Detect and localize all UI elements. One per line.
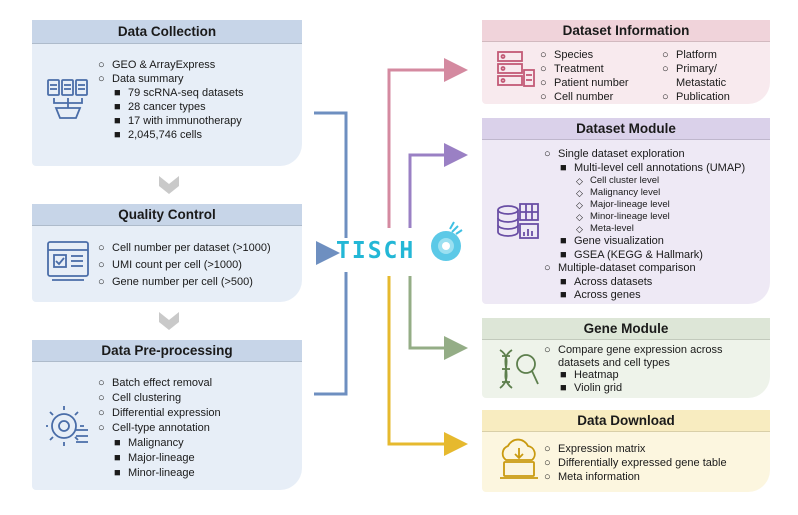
list-item: ◇Malignancy level	[576, 187, 661, 198]
panel-title: Dataset Information	[482, 20, 770, 42]
dna-icon	[496, 346, 540, 397]
list-item: ○Cell number	[540, 91, 614, 103]
list-item: ○UMI count per cell (>1000)	[98, 259, 242, 271]
list-item: ○GEO & ArrayExpress	[98, 59, 216, 71]
list-item: ◇Meta-level	[576, 223, 634, 234]
list-item: Metastatic	[676, 77, 727, 89]
list-item: ■Multi-level cell annotations (UMAP)	[560, 161, 746, 174]
cloud-download-icon	[496, 438, 542, 487]
list-item: ○Cell number per dataset (>1000)	[98, 242, 271, 254]
line-to-gene	[408, 276, 468, 360]
quality-control-panel: Quality Control ○Cell number per dataset…	[32, 204, 302, 302]
line-to-info	[387, 58, 468, 228]
list-item: ○Treatment	[540, 63, 604, 75]
list-item: ○Multiple-dataset comparison	[544, 262, 696, 274]
list-item: ■Minor-lineage	[114, 467, 195, 479]
list-item: ○Gene number per cell (>500)	[98, 276, 253, 288]
list-item: ○Data summary	[98, 73, 184, 85]
list-item: ■17 with immunotherapy	[114, 115, 242, 127]
list-item: ○Patient number	[540, 77, 629, 89]
list-item: ○Differential expression	[98, 407, 221, 419]
list-item: ○Batch effect removal	[98, 377, 213, 389]
list-item: ○Single dataset exploration	[544, 148, 685, 160]
list-item: ○Meta information	[544, 471, 640, 483]
list-item: ■Malignancy	[114, 437, 184, 449]
list-item: ○Publication	[662, 91, 730, 103]
list-item: ○Species	[540, 49, 594, 61]
gear-icon	[46, 404, 90, 453]
panel-title: Data Collection	[32, 20, 302, 44]
list-item: datasets and cell types	[558, 356, 670, 369]
list-item: ■2,045,746 cells	[114, 129, 202, 141]
line-to-module	[408, 143, 468, 228]
list-item: ■Gene visualization	[560, 235, 664, 247]
list-item: ○Primary/	[662, 63, 717, 75]
list-item: ■Major-lineage	[114, 452, 195, 464]
dataset-module-panel: Dataset Module ○Single dataset explorati…	[482, 118, 770, 304]
list-item: ○Expression matrix	[544, 443, 646, 455]
panel-title: Data Pre-processing	[32, 340, 302, 362]
panel-title: Gene Module	[482, 318, 770, 340]
list-item: ■GSEA (KEGG & Hallmark)	[560, 248, 703, 261]
list-item: ◇Major-lineage level	[576, 199, 670, 210]
chevron-down-icon	[159, 312, 179, 330]
list-item: ○Cell-type annotation	[98, 422, 210, 434]
dataset-information-panel: Dataset Information ○Species ○Treatment …	[482, 20, 770, 104]
list-item: ◇Minor-lineage level	[576, 211, 670, 222]
tisch-logo: TISCH	[336, 238, 416, 264]
line-preproc-to-tisch	[314, 272, 348, 396]
gene-module-panel: Gene Module ○Compare gene expression acr…	[482, 318, 770, 398]
list-item: ○Compare gene expression across	[544, 344, 723, 356]
list-item: ■28 cancer types	[114, 101, 206, 113]
machine-icon	[46, 238, 90, 287]
list-item: ○Platform	[662, 49, 717, 61]
list-item: ◇Cell cluster level	[576, 175, 660, 186]
list-item: ○Cell clustering	[98, 392, 182, 404]
list-item: ○Differentially expressed gene table	[544, 457, 727, 469]
documents-icon	[46, 78, 90, 127]
panel-title: Quality Control	[32, 204, 302, 226]
database-chart-icon	[496, 202, 540, 247]
server-icon	[496, 50, 536, 95]
panel-title: Dataset Module	[482, 118, 770, 140]
data-download-panel: Data Download ○Expression matrix ○Differ…	[482, 410, 770, 492]
list-item: ■Across datasets	[560, 275, 653, 288]
chevron-down-icon	[159, 176, 179, 194]
line-collection-to-tisch	[314, 111, 348, 238]
list-item: ■Violin grid	[560, 381, 623, 394]
preprocessing-panel: Data Pre-processing ○Batch effect remova…	[32, 340, 302, 490]
list-item: ■Across genes	[560, 289, 641, 301]
list-item: ■79 scRNA-seq datasets	[114, 87, 244, 99]
line-to-download	[387, 276, 468, 456]
cell-icon	[431, 221, 463, 261]
data-collection-panel: Data Collection ○GEO & ArrayExpress ○Dat…	[32, 20, 302, 166]
list-item: ■Heatmap	[560, 369, 619, 381]
panel-title: Data Download	[482, 410, 770, 432]
